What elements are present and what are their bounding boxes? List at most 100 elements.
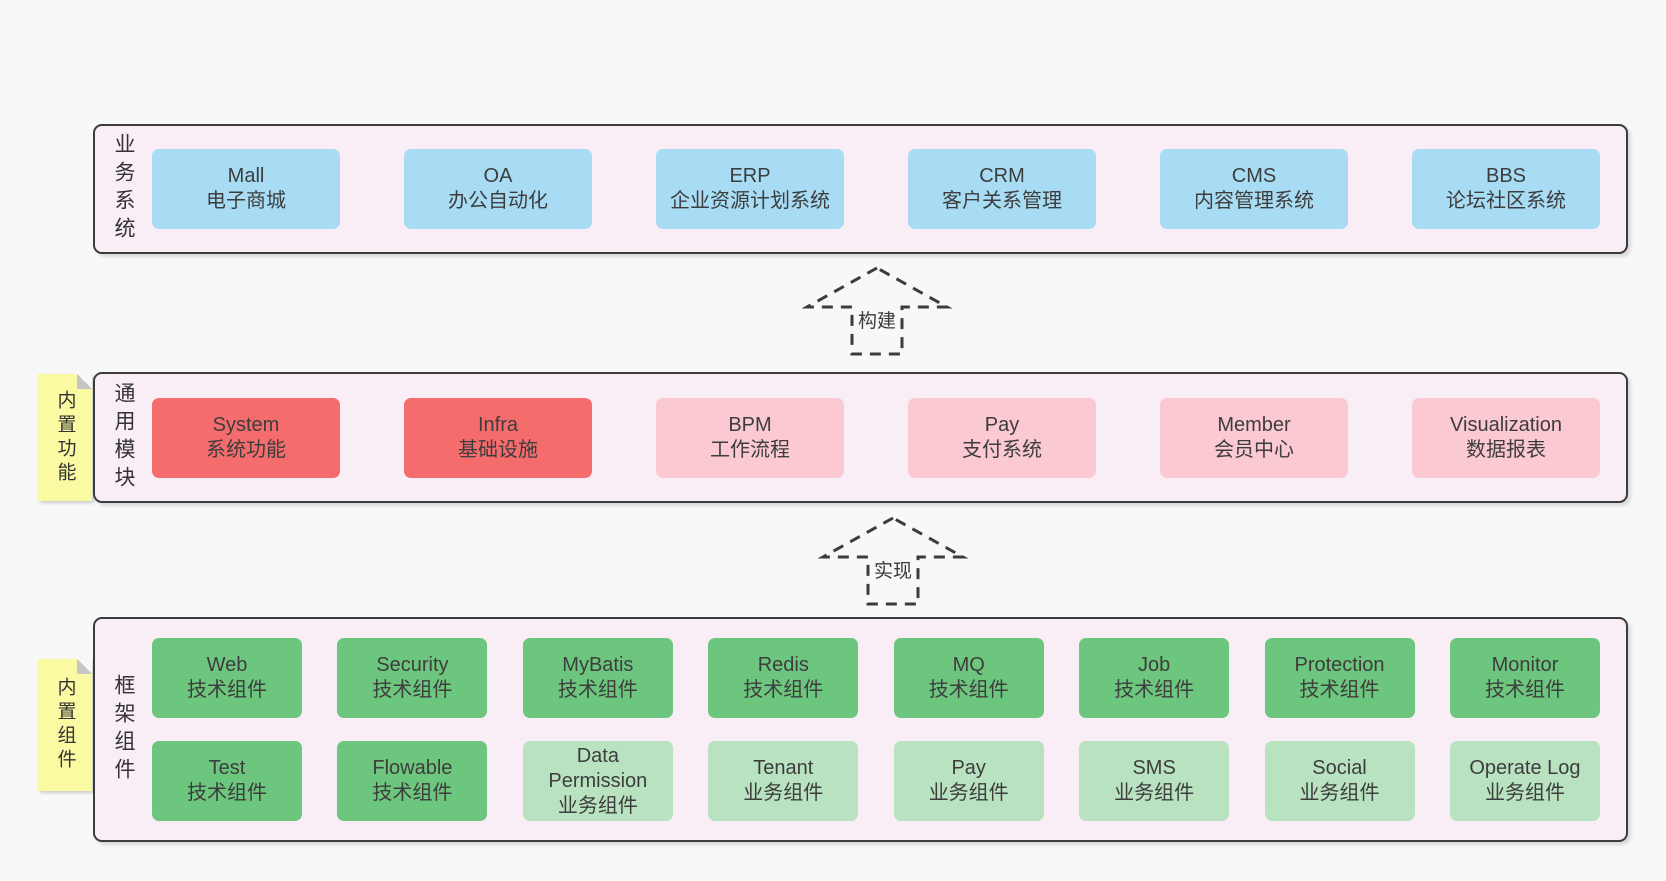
box-desc: 业务组件 (557, 794, 638, 817)
box-name: ERP (729, 165, 771, 187)
box-desc: 业务组件 (743, 782, 824, 804)
box-desc: 数据报表 (1466, 438, 1546, 461)
box-name: Tenant (753, 757, 814, 779)
box-desc: 会员中心 (1214, 438, 1294, 461)
layer-common-modules-label: 通用模块 (112, 381, 135, 494)
layer-common-modules: 通用模块 System 系统功能 Infra 基础设施 BPM 工作流程 Pay… (93, 372, 1628, 503)
up-arrow-icon (818, 516, 968, 606)
box-system: System 系统功能 (152, 397, 340, 478)
box-desc: 技术组件 (743, 679, 824, 701)
box-pay-component: Pay 业务组件 (893, 741, 1044, 821)
box-sms: SMS 业务组件 (1079, 741, 1230, 821)
arrow-implement-label: 实现 (870, 556, 916, 583)
box-desc: 客户关系管理 (942, 190, 1062, 212)
box-social: Social 业务组件 (1264, 741, 1415, 821)
box-monitor: Monitor 技术组件 (1449, 638, 1600, 718)
framework-components-row-1: Web 技术组件 Security 技术组件 MyBatis 技术组件 Redi… (152, 638, 1600, 718)
framework-components-rows: Web 技术组件 Security 技术组件 MyBatis 技术组件 Redi… (152, 619, 1600, 840)
box-name: Mall (227, 165, 265, 187)
box-bbs: BBS 论坛社区系统 (1412, 149, 1600, 229)
box-name: Monitor (1491, 654, 1559, 676)
box-mybatis: MyBatis 技术组件 (522, 638, 673, 718)
box-name: Protection (1294, 654, 1385, 676)
box-desc: 技术组件 (1299, 679, 1380, 701)
box-desc: 业务组件 (1484, 782, 1565, 804)
box-desc: 技术组件 (372, 679, 453, 701)
box-name: Security (376, 654, 449, 676)
box-desc: 论坛社区系统 (1446, 190, 1566, 212)
box-pay-system: Pay 支付系统 (908, 397, 1096, 478)
up-arrow-icon (802, 266, 952, 356)
box-erp: ERP 企业资源计划系统 (656, 149, 844, 229)
framework-components-row-2: Test 技术组件 Flowable 技术组件 Data Permission … (152, 741, 1600, 821)
box-name: BBS (1485, 165, 1527, 187)
sticky-note-builtin-components: 内置组件 (38, 659, 92, 791)
box-redis: Redis 技术组件 (708, 638, 859, 718)
box-operate-log: Operate Log 业务组件 (1449, 741, 1600, 821)
box-mall: Mall 电子商城 (152, 149, 340, 229)
common-modules-row: System 系统功能 Infra 基础设施 BPM 工作流程 Pay 支付系统… (152, 374, 1600, 501)
box-desc: 技术组件 (557, 679, 638, 701)
box-name: OA (483, 165, 513, 187)
box-name: Job (1137, 654, 1171, 676)
box-test: Test 技术组件 (152, 741, 302, 821)
note-label: 内置组件 (54, 677, 76, 773)
box-desc: 技术组件 (1484, 679, 1565, 701)
box-name: Pay (951, 757, 986, 779)
box-desc: 业务组件 (1114, 782, 1195, 804)
box-name: CRM (979, 165, 1025, 187)
layer-business-systems: 业务系统 Mall 电子商城 OA 办公自动化 ERP 企业资源计划系统 CRM… (93, 124, 1628, 254)
box-web: Web 技术组件 (152, 638, 302, 718)
box-name: Social (1312, 757, 1367, 779)
box-member: Member 会员中心 (1160, 397, 1348, 478)
box-desc: 系统功能 (206, 438, 286, 461)
arrow-build: 构建 (802, 264, 952, 359)
box-name: Visualization (1450, 413, 1562, 436)
box-desc: 企业资源计划系统 (670, 190, 830, 212)
box-desc: 技术组件 (372, 782, 453, 804)
box-name: SMS (1132, 757, 1176, 779)
box-name: Pay (984, 413, 1020, 436)
box-desc: 业务组件 (1299, 782, 1380, 804)
box-name: Flowable (372, 757, 453, 779)
box-oa: OA 办公自动化 (404, 149, 592, 229)
box-crm: CRM 客户关系管理 (908, 149, 1096, 229)
box-name: Infra (477, 413, 519, 436)
box-desc: 支付系统 (962, 438, 1042, 461)
box-security: Security 技术组件 (337, 638, 488, 718)
layer-business-systems-label: 业务系统 (112, 133, 135, 245)
arrow-build-label: 构建 (854, 306, 900, 333)
box-mq: MQ 技术组件 (893, 638, 1044, 718)
box-name: BPM (728, 413, 772, 436)
sticky-note-builtin-features: 内置功能 (38, 374, 92, 501)
box-flowable: Flowable 技术组件 (337, 741, 488, 821)
business-systems-row: Mall 电子商城 OA 办公自动化 ERP 企业资源计划系统 CRM 客户关系… (152, 126, 1600, 252)
box-name: MyBatis (562, 654, 634, 676)
box-desc: 业务组件 (928, 782, 1009, 804)
note-label: 内置功能 (54, 389, 76, 486)
box-data-permission: Data Permission 业务组件 (522, 741, 673, 821)
box-name: MQ (952, 654, 985, 676)
box-desc: 内容管理系统 (1194, 190, 1314, 212)
box-protection: Protection 技术组件 (1264, 638, 1415, 718)
box-tenant: Tenant 业务组件 (708, 741, 859, 821)
box-bpm: BPM 工作流程 (656, 397, 844, 478)
box-cms: CMS 内容管理系统 (1160, 149, 1348, 229)
box-desc: 电子商城 (206, 190, 286, 212)
box-name: Operate Log (1469, 757, 1581, 779)
box-desc: 技术组件 (187, 679, 267, 701)
box-name: Redis (757, 654, 809, 676)
box-name: Web (206, 654, 248, 676)
box-desc: 技术组件 (187, 782, 267, 804)
layer-framework-components-label: 框架组件 (112, 673, 135, 786)
layer-framework-components: 框架组件 Web 技术组件 Security 技术组件 MyBatis 技术组件… (93, 617, 1628, 842)
box-visualization: Visualization 数据报表 (1412, 397, 1600, 478)
box-name: System (212, 413, 280, 436)
box-desc: 基础设施 (458, 438, 538, 461)
box-desc: 办公自动化 (448, 190, 548, 212)
box-infra: Infra 基础设施 (404, 397, 592, 478)
box-name: Member (1217, 413, 1291, 436)
box-desc: 技术组件 (928, 679, 1009, 701)
box-name: Data Permission (548, 744, 648, 792)
